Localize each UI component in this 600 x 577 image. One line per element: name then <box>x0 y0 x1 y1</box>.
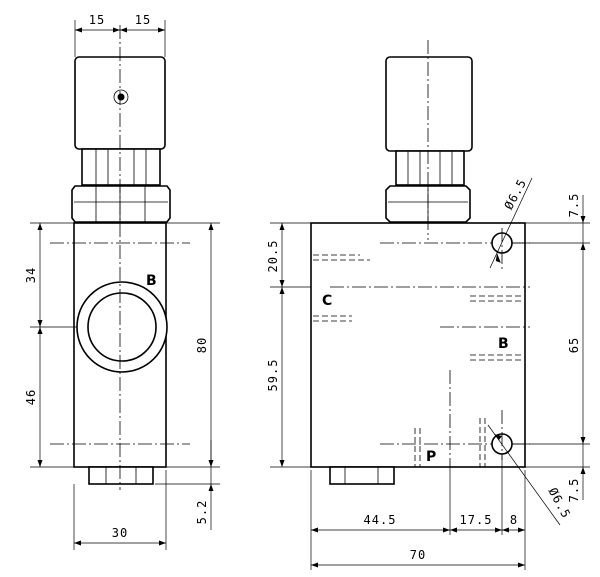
dim-side-base-mid: 17.5 <box>460 513 493 527</box>
dim-side-base-left: 44.5 <box>364 513 397 527</box>
dim-front-upper: 34 <box>24 267 38 283</box>
dim-side-hole-spacing: 65 <box>567 337 581 353</box>
dim-side-left-upper: 20.5 <box>266 240 280 273</box>
dim-front-lower: 46 <box>24 389 38 405</box>
dim-side-bottom-hole-offset: 7.5 <box>567 478 581 503</box>
dim-side-top-hole-offset: 7.5 <box>567 193 581 218</box>
dim-front-top-right: 15 <box>135 13 151 27</box>
cap-screw-inner <box>117 93 125 101</box>
side-port-label-p: P <box>426 449 436 465</box>
dim-front-bottom-offset: 5.2 <box>195 500 209 525</box>
port-b-bore <box>87 292 157 362</box>
front-port-label-b: B <box>146 273 157 289</box>
dim-side-hole-dia-top: Ø6.5 <box>502 176 530 212</box>
dim-front-width: 30 <box>112 526 128 540</box>
side-port-label-c: C <box>322 293 332 309</box>
front-nut <box>71 185 171 223</box>
front-bottom-plug <box>88 466 154 485</box>
side-port-label-b: B <box>498 336 509 352</box>
side-cap <box>385 56 473 152</box>
cap-screw-outer <box>113 89 129 105</box>
dim-front-top-left: 15 <box>89 13 105 27</box>
side-bottom-plug <box>329 466 395 485</box>
front-stem <box>81 148 161 186</box>
side-stem <box>395 150 465 186</box>
dim-side-left-lower: 59.5 <box>266 359 280 392</box>
dim-side-overall-width: 70 <box>410 548 426 562</box>
dim-front-height: 80 <box>195 337 209 353</box>
front-view: B 15 15 34 46 80 <box>24 13 220 550</box>
dim-side-base-right: 8 <box>510 513 518 527</box>
side-view: C B P 20.5 59.5 7.5 65 7.5 <box>266 40 590 570</box>
